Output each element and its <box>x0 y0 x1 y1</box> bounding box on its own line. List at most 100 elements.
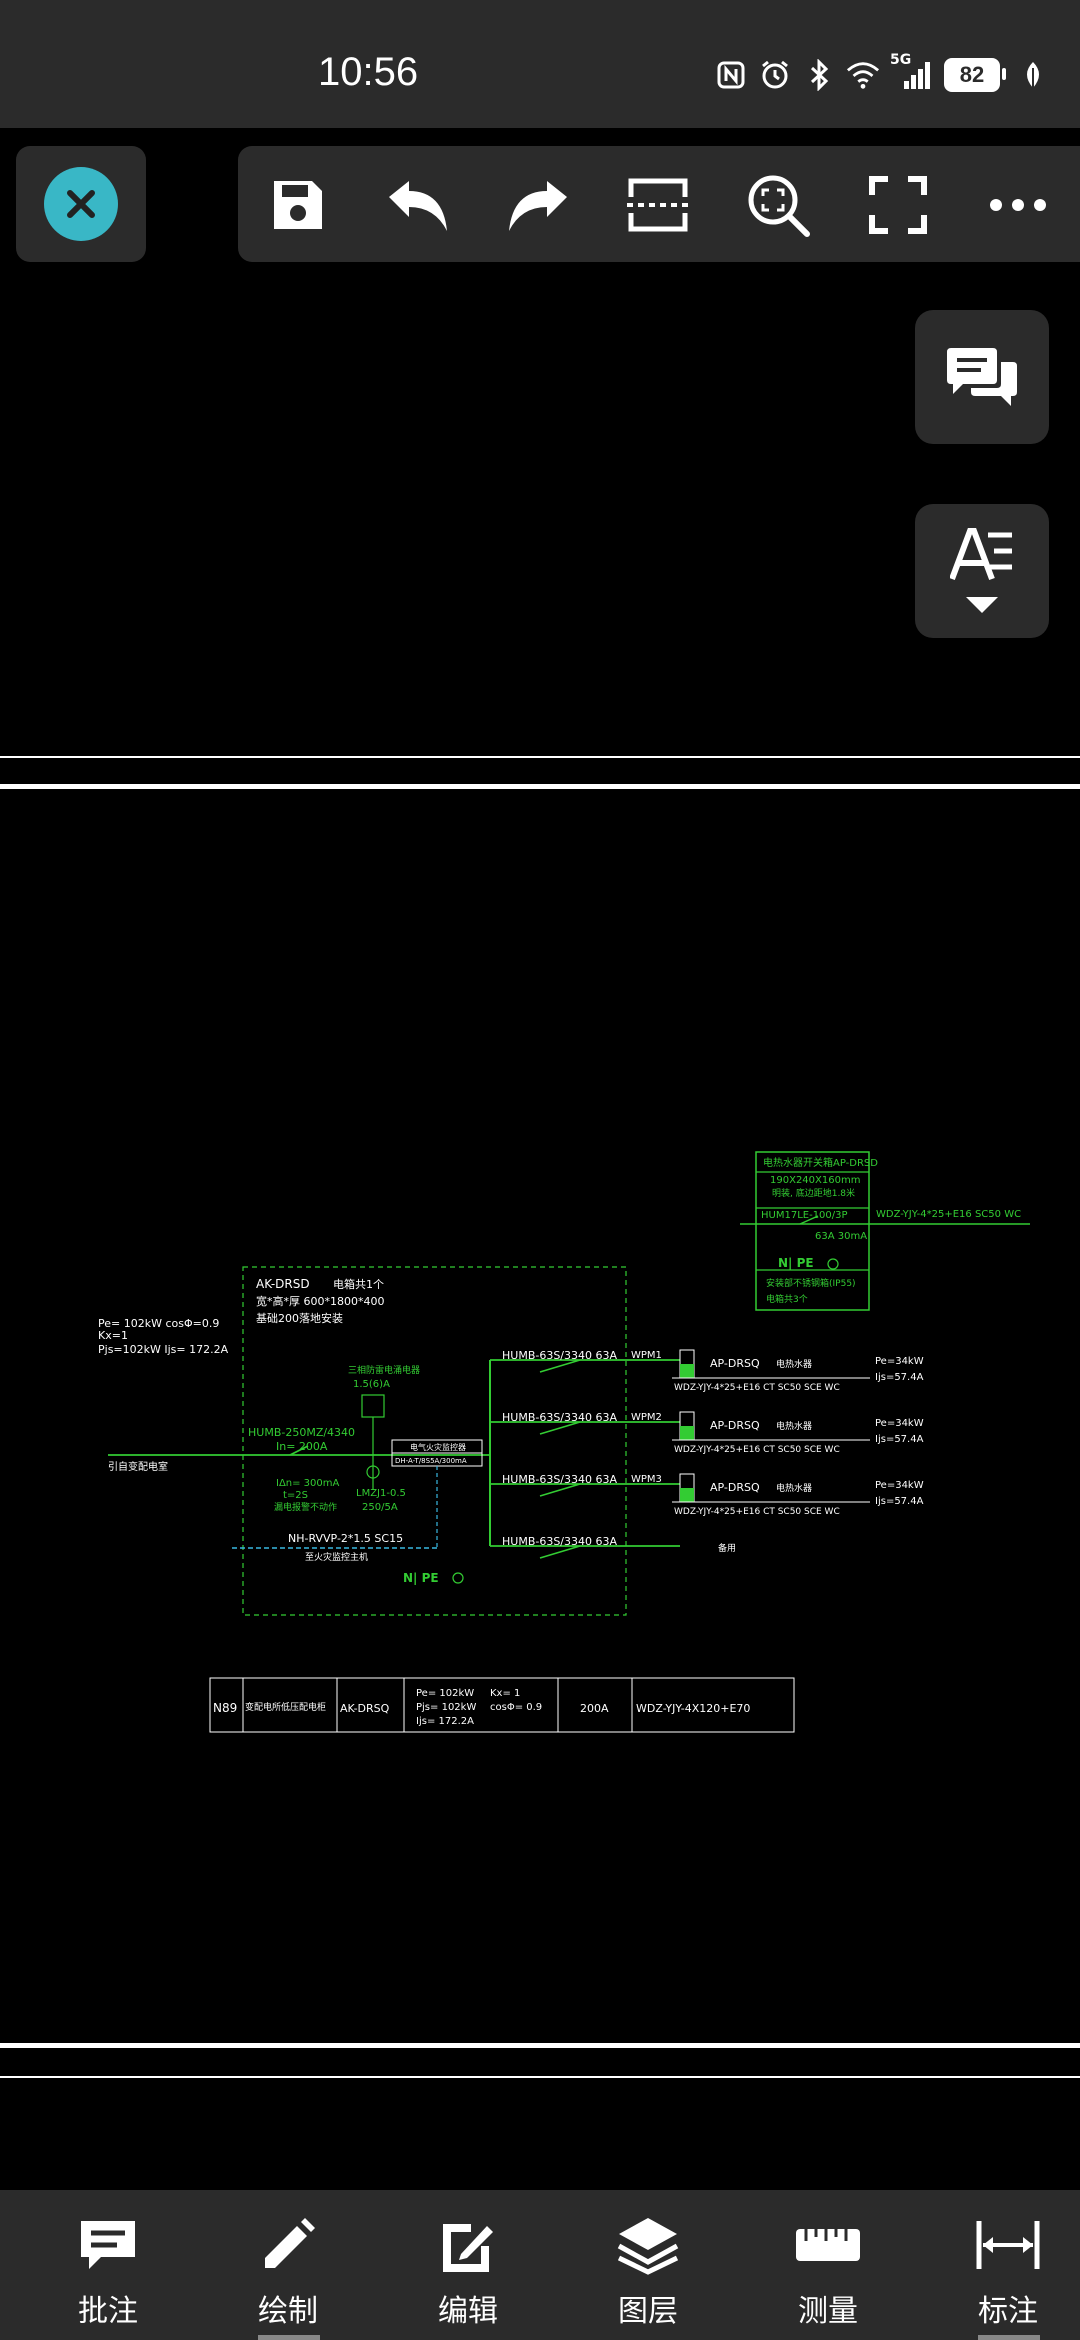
nav-label: 绘制 <box>258 2294 318 2329</box>
branch-breaker: HUMB-63S/3340 63A <box>502 1473 618 1486</box>
pencil-icon <box>228 2212 348 2278</box>
nav-label: 标注 <box>978 2294 1038 2329</box>
nav-annotation[interactable]: 批注 <box>48 2212 168 2330</box>
main-np: N| PE <box>403 1571 439 1585</box>
table-cell: Ijs= 172.2A <box>416 1716 474 1727</box>
close-button[interactable] <box>16 146 146 262</box>
table-cell: Pjs= 102kW <box>416 1702 476 1713</box>
main-distribution-box <box>242 1266 627 1616</box>
main-in: In= 200A <box>276 1440 328 1453</box>
bluetooth-icon <box>802 58 836 92</box>
fullscreen-icon <box>869 176 927 234</box>
table-cell: WDZ-YJY-4X120+E70 <box>636 1702 750 1715</box>
save-icon <box>274 181 322 229</box>
branch-pe: Pe=34kW <box>875 1418 924 1429</box>
section-button[interactable] <box>625 172 691 238</box>
redo-button[interactable] <box>505 172 571 238</box>
top-toolbar <box>238 146 1080 262</box>
save-button[interactable] <box>265 172 331 238</box>
nav-edit[interactable]: 编辑 <box>408 2212 528 2330</box>
comments-button[interactable] <box>915 310 1049 444</box>
branch-device: 电热水器 <box>776 1420 812 1432</box>
main-box-install: 基础200落地安装 <box>256 1311 343 1325</box>
branch-cable: WDZ-YJY-4*25+E16 CT SC50 SCE WC <box>674 1507 840 1517</box>
dropdown-icon <box>966 597 998 613</box>
top-box-note1: 安装部不锈钢箱(IP55) <box>766 1277 856 1289</box>
wifi-icon <box>846 58 880 92</box>
leaf-icon <box>1016 58 1050 92</box>
section-icon <box>627 178 689 232</box>
undo-icon <box>389 181 447 231</box>
monitor-model: DH-A-T/8S5A/300mA <box>395 1457 467 1465</box>
fullscreen-button[interactable] <box>865 172 931 238</box>
nav-label: 图层 <box>618 2294 678 2329</box>
branch-device: 备用 <box>718 1542 736 1554</box>
fire-host: 至火灾监控主机 <box>305 1551 368 1563</box>
annotation-icon <box>48 2212 168 2278</box>
top-box-install: 明装, 底边距地1.8米 <box>772 1187 855 1199</box>
branch-code: WPM3 <box>631 1474 662 1485</box>
network-type: 5G <box>890 52 912 68</box>
branch-pe: Pe=34kW <box>875 1480 924 1491</box>
sheet-border <box>0 2076 1080 2078</box>
sheet-border <box>0 2043 1080 2048</box>
leak-time: t=2S <box>283 1490 308 1501</box>
more-button[interactable] <box>985 172 1051 238</box>
top-cable: WDZ-YJY-4*25+E16 SC50 WC <box>876 1209 1021 1220</box>
main-box-count: 电箱共1个 <box>333 1277 384 1291</box>
bottom-nav: 批注 绘制 编辑 图层 测量 标注 <box>0 2190 1080 2340</box>
status-bar: 10:56 5G 82 <box>0 0 1080 128</box>
branch-ijs: Ijs=57.4A <box>875 1372 924 1383</box>
nfc-icon <box>714 58 748 92</box>
nav-draw[interactable]: 绘制 <box>228 2212 348 2340</box>
table-cell: 变配电所低压配电柜 <box>245 1701 326 1713</box>
monitor-label: 电气火灾监控器 <box>410 1442 466 1452</box>
branch-pe: Pe=34kW <box>875 1356 924 1367</box>
branch-ijs: Ijs=57.4A <box>875 1496 924 1507</box>
draw-underline <box>258 2335 320 2340</box>
ct-ratio: 250/5A <box>362 1502 398 1513</box>
comments-icon <box>947 348 1017 406</box>
table-cell: AK-DRSQ <box>340 1702 390 1715</box>
nav-dimension[interactable]: 标注 <box>948 2212 1068 2340</box>
branch-box: AP-DRSQ <box>710 1481 760 1494</box>
sheet-border <box>0 756 1080 758</box>
redo-icon <box>509 181 567 231</box>
top-box-rating: 63A 30mA <box>815 1231 867 1242</box>
signal-cable: NH-RVVP-2*1.5 SC15 <box>288 1532 403 1545</box>
branch-cable: WDZ-YJY-4*25+E16 CT SC50 SCE WC <box>674 1445 840 1455</box>
nav-measure[interactable]: 测量 <box>768 2212 888 2330</box>
branch-code: WPM1 <box>631 1350 662 1361</box>
more-icon <box>990 199 1046 211</box>
top-box-breaker: HUM17LE-100/3P <box>761 1210 848 1221</box>
load-pe: Pe= 102kW cosΦ=0.9 <box>98 1317 219 1330</box>
leak-rating: IΔn= 300mA <box>276 1478 340 1489</box>
nav-label: 编辑 <box>438 2294 498 2329</box>
dimension-underline <box>978 2335 1040 2340</box>
layers-icon <box>588 2212 708 2278</box>
top-box-np: N| PE <box>778 1256 814 1270</box>
zoom-fit-icon <box>748 175 810 237</box>
table-cell: N89 <box>213 1701 237 1715</box>
table-cell: cosΦ= 0.9 <box>490 1702 542 1713</box>
branch-device: 电热水器 <box>776 1358 812 1370</box>
status-icons: 5G 82 <box>714 52 1050 92</box>
edit-icon <box>408 2212 528 2278</box>
dimension-icon <box>948 2212 1068 2278</box>
main-breaker: HUMB-250MZ/4340 <box>248 1426 355 1439</box>
zoom-fit-button[interactable] <box>745 172 811 238</box>
main-box-size: 宽*高*厚 600*1800*400 <box>256 1294 384 1308</box>
undo-button[interactable] <box>385 172 451 238</box>
summary-table <box>209 1677 795 1733</box>
text-style-button[interactable] <box>915 504 1049 638</box>
ct-model: LMZJ1-0.5 <box>356 1488 406 1499</box>
nav-layers[interactable]: 图层 <box>588 2212 708 2330</box>
nav-label: 测量 <box>798 2294 858 2329</box>
alarm-icon <box>758 58 792 92</box>
branch-breaker: HUMB-63S/3340 63A <box>502 1349 618 1362</box>
battery-icon: 82 <box>944 58 1006 92</box>
status-time: 10:56 <box>318 50 419 94</box>
top-distribution-box <box>755 1151 870 1311</box>
nav-label: 批注 <box>78 2294 138 2329</box>
